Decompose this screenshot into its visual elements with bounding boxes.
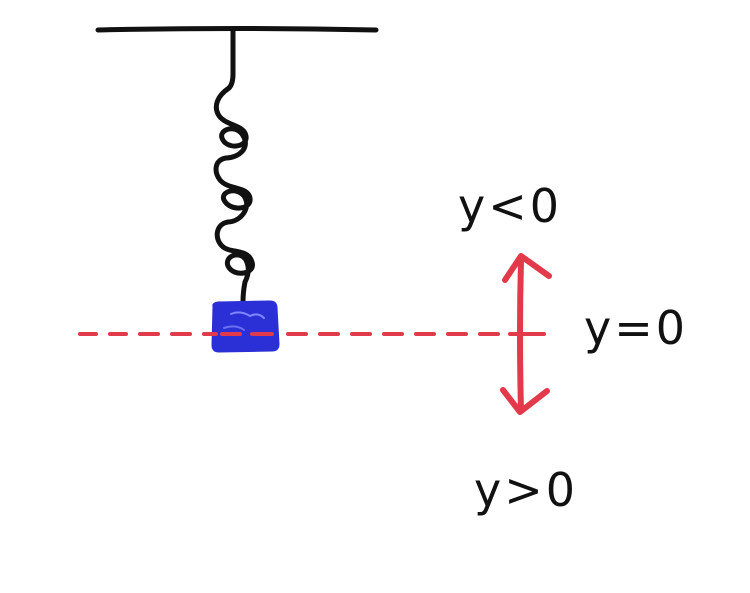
double-headed-arrow-icon (500, 253, 552, 415)
ceiling-line (95, 26, 379, 33)
coil-spring-icon (213, 85, 255, 305)
spring-top-rod (226, 27, 236, 91)
label-y-positive: y>0 (474, 463, 578, 517)
label-y-zero: y=0 (584, 301, 688, 355)
block-mass-icon (211, 300, 280, 353)
label-y-negative: y<0 (458, 179, 562, 233)
